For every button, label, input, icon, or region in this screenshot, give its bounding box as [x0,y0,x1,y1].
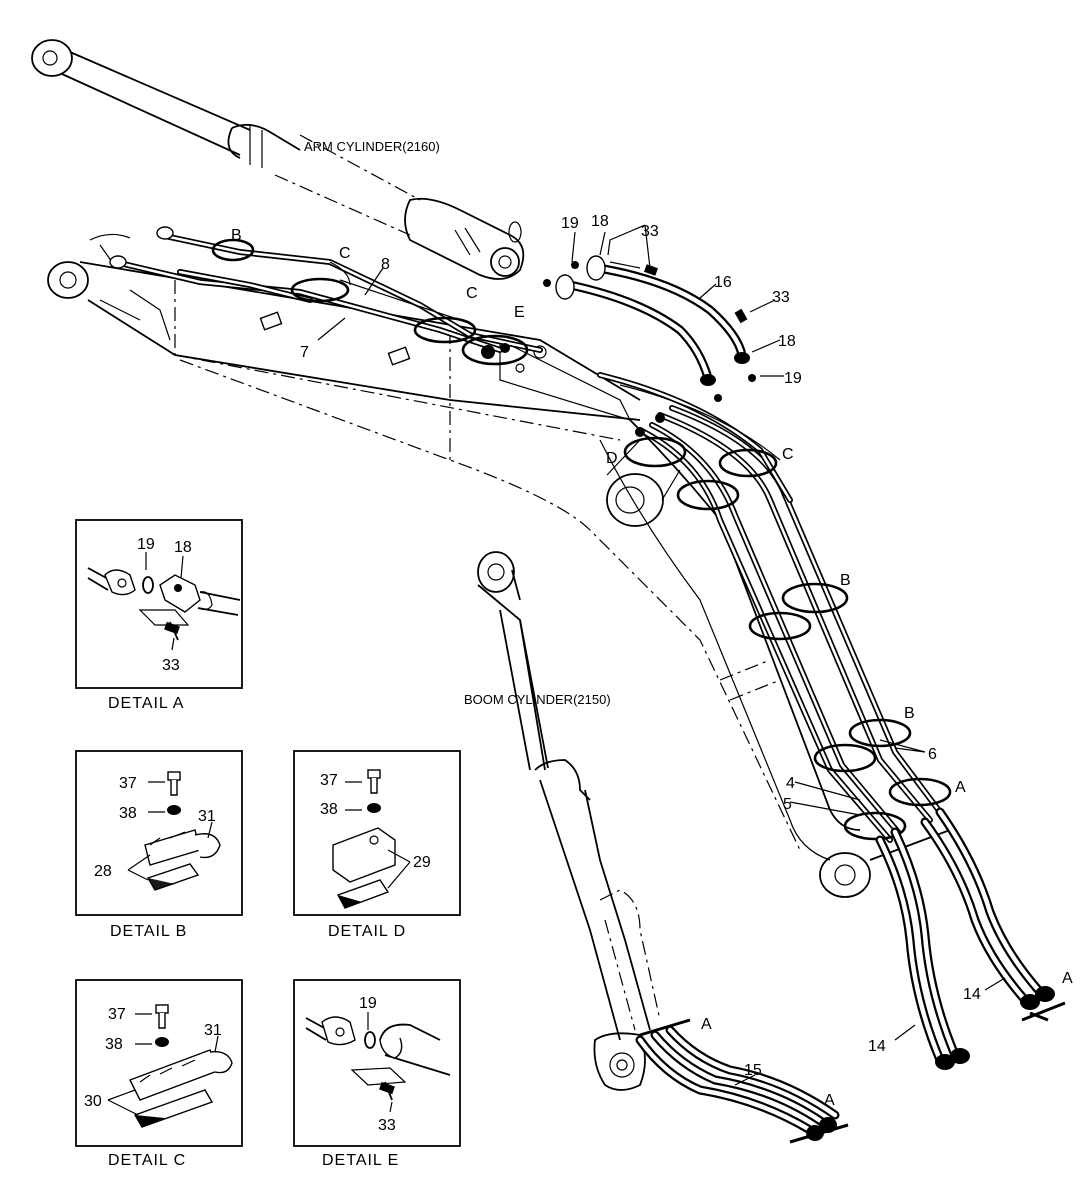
callout-4: 4 [786,775,795,792]
detail-E-panel: 19 33 [293,979,461,1147]
detail-E-part-19: 19 [359,995,377,1012]
callout-A-mid: A [955,779,966,796]
callout-8: 8 [381,256,390,273]
callout-C-top2: C [466,285,478,302]
callout-14-right: 14 [963,986,981,1003]
detail-E-caption: DETAIL E [322,1152,399,1169]
boom-cylinder [477,551,661,1091]
detail-C-part-37: 37 [108,1006,126,1023]
callout-E-top: E [514,304,525,321]
detail-A-panel: 19 18 33 [75,519,243,689]
callout-C-mid: C [782,446,794,463]
callout-15: 15 [744,1062,762,1079]
boom-pipes [597,372,952,843]
hoses-14 [875,807,1066,1070]
hoses-15 [635,1018,849,1144]
callout-B-mid1: B [840,572,851,589]
callout-leaders [317,224,1006,1086]
callout-B-mid2: B [904,705,915,722]
detail-C-part-38: 38 [105,1036,123,1053]
callout-A-right: A [1062,970,1073,987]
callout-18-top: 18 [591,213,609,230]
detail-B-part-37: 37 [119,775,137,792]
detail-C-part-31: 31 [204,1022,222,1039]
detail-B-panel: 37 38 31 28 [75,750,243,916]
detail-B-caption: DETAIL B [110,923,187,940]
callout-33-right: 33 [772,289,790,306]
arm-cylinder [31,39,525,280]
callout-labels: B C C E 8 7 19 18 33 16 33 18 19 D C B B… [231,213,1073,1109]
hose-16 [543,255,756,402]
detail-B-part-28: 28 [94,863,112,880]
detail-C-caption: DETAIL C [108,1152,186,1169]
detail-B-part-31: 31 [198,808,216,825]
detail-C-part-30: 30 [84,1093,102,1110]
detail-E-part-33: 33 [378,1117,396,1134]
callout-5: 5 [783,796,792,813]
upper-pipes [109,226,543,366]
detail-D-part-29: 29 [413,854,431,871]
callout-6: 6 [928,746,937,763]
callout-14-low: 14 [868,1038,886,1055]
detail-A-part-19: 19 [137,536,155,553]
callout-B-top: B [231,227,242,244]
callout-A-boom: A [701,1016,712,1033]
callout-19-right: 19 [784,370,802,387]
callout-18-right: 18 [778,333,796,350]
callout-C-top1: C [339,245,351,262]
detail-A-caption: DETAIL A [108,695,184,712]
callout-7: 7 [300,344,309,361]
detail-A-part-33: 33 [162,657,180,674]
callout-33-top: 33 [641,223,659,240]
detail-D-caption: DETAIL D [328,923,406,940]
detail-A-part-18: 18 [174,539,192,556]
detail-C-panel: 37 38 31 30 [75,979,243,1147]
arm-cylinder-label: ARM CYLINDER(2160) [304,139,440,154]
detail-D-panel: 37 38 29 [293,750,461,916]
callout-16: 16 [714,274,732,291]
callout-19-top: 19 [561,215,579,232]
detail-D-part-38: 38 [320,801,338,818]
callout-D-mid: D [606,450,618,467]
callout-A-boom-end: A [824,1092,835,1109]
detail-D-part-37: 37 [320,772,338,789]
boom-cylinder-label: BOOM CYLINDER(2150) [464,692,611,707]
detail-B-part-38: 38 [119,805,137,822]
